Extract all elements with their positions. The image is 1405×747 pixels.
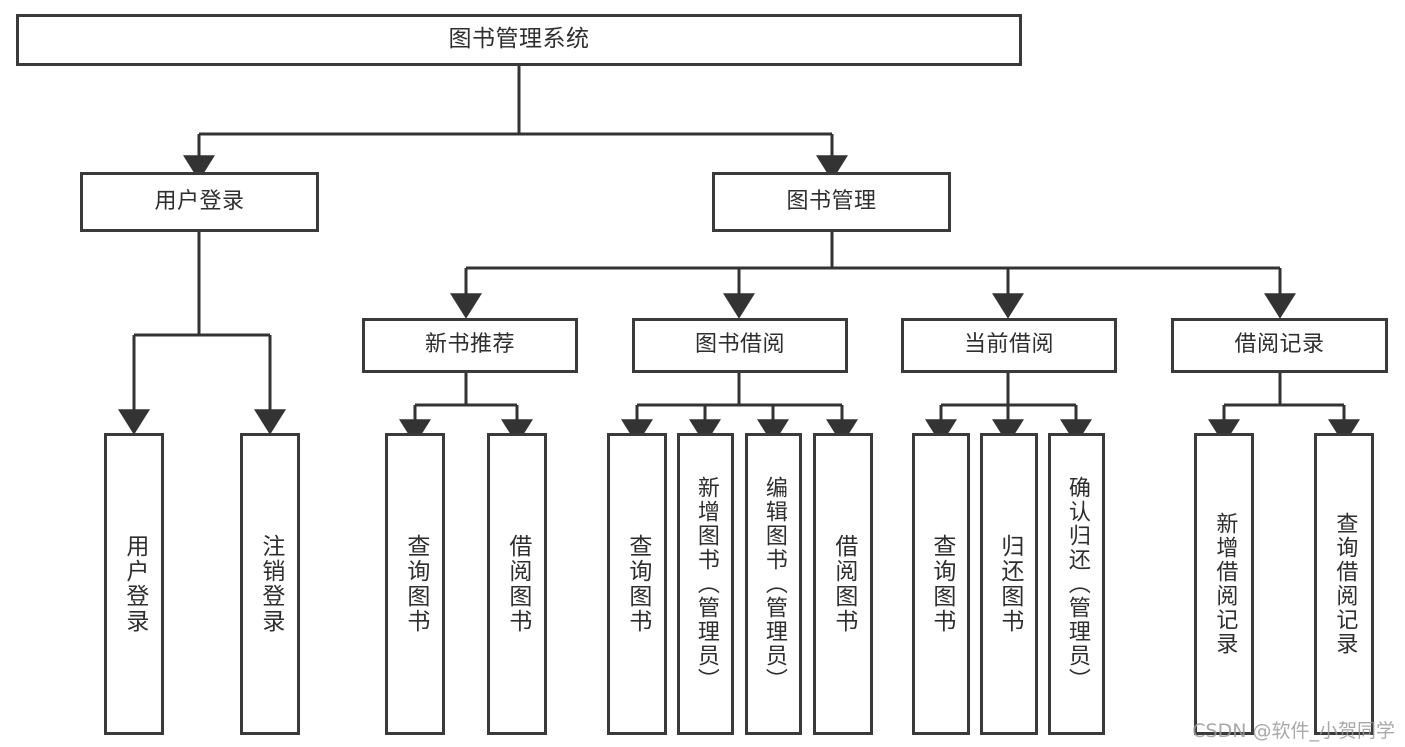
leaf-return-book[interactable]: 归还图书 <box>980 433 1038 735</box>
leaf-logout-login[interactable]: 注销登录 <box>240 433 300 735</box>
node-label: 新书推荐 <box>424 332 515 358</box>
node-book-manage[interactable]: 图书管理 <box>712 172 951 232</box>
node-label: 用户登录 <box>121 534 148 634</box>
node-label: 注销登录 <box>257 534 284 634</box>
node-label: 查询图书 <box>624 534 651 634</box>
leaf-query-book-new-recommend[interactable]: 查询图书 <box>385 433 445 735</box>
node-label: 图书管理 <box>786 188 877 214</box>
leaf-query-book-current[interactable]: 查询图书 <box>912 433 970 735</box>
node-label: 借阅记录 <box>1234 332 1325 358</box>
node-new-book-recommend[interactable]: 新书推荐 <box>362 318 578 373</box>
node-book-borrow[interactable]: 图书借阅 <box>632 318 848 373</box>
node-label: 借阅图书 <box>830 534 857 634</box>
leaf-add-borrow-record[interactable]: 新增借阅记录 <box>1194 433 1254 735</box>
leaf-query-book-borrow[interactable]: 查询图书 <box>607 433 667 735</box>
leaf-edit-book[interactable]: 编辑图书（管理员） <box>745 433 802 735</box>
node-label: 当前借阅 <box>963 332 1054 358</box>
leaf-confirm-return[interactable]: 确认归还（管理员） <box>1048 433 1105 735</box>
node-root-system[interactable]: 图书管理系统 <box>16 14 1022 66</box>
leaf-query-borrow-record[interactable]: 查询借阅记录 <box>1314 433 1374 735</box>
node-label: 确认归还（管理员） <box>1064 476 1090 692</box>
node-label: 查询图书 <box>928 534 955 634</box>
node-label: 归还图书 <box>996 534 1023 634</box>
node-label: 查询借阅记录 <box>1332 512 1358 656</box>
node-label: 用户登录 <box>154 188 245 214</box>
node-current-borrow[interactable]: 当前借阅 <box>901 318 1117 373</box>
node-user-login[interactable]: 用户登录 <box>80 172 319 232</box>
node-label: 编辑图书（管理员） <box>761 476 787 692</box>
leaf-borrow-book[interactable]: 借阅图书 <box>813 433 873 735</box>
node-label: 查询图书 <box>402 534 429 634</box>
node-label: 图书管理系统 <box>448 26 590 53</box>
leaf-add-book[interactable]: 新增图书（管理员） <box>677 433 734 735</box>
node-label: 新增借阅记录 <box>1212 512 1238 656</box>
node-label: 借阅图书 <box>504 534 531 634</box>
leaf-borrow-book-new-recommend[interactable]: 借阅图书 <box>487 433 547 735</box>
node-label: 图书借阅 <box>694 332 785 358</box>
node-borrow-record[interactable]: 借阅记录 <box>1171 318 1388 373</box>
leaf-user-login[interactable]: 用户登录 <box>104 433 164 735</box>
node-label: 新增图书（管理员） <box>693 476 719 692</box>
